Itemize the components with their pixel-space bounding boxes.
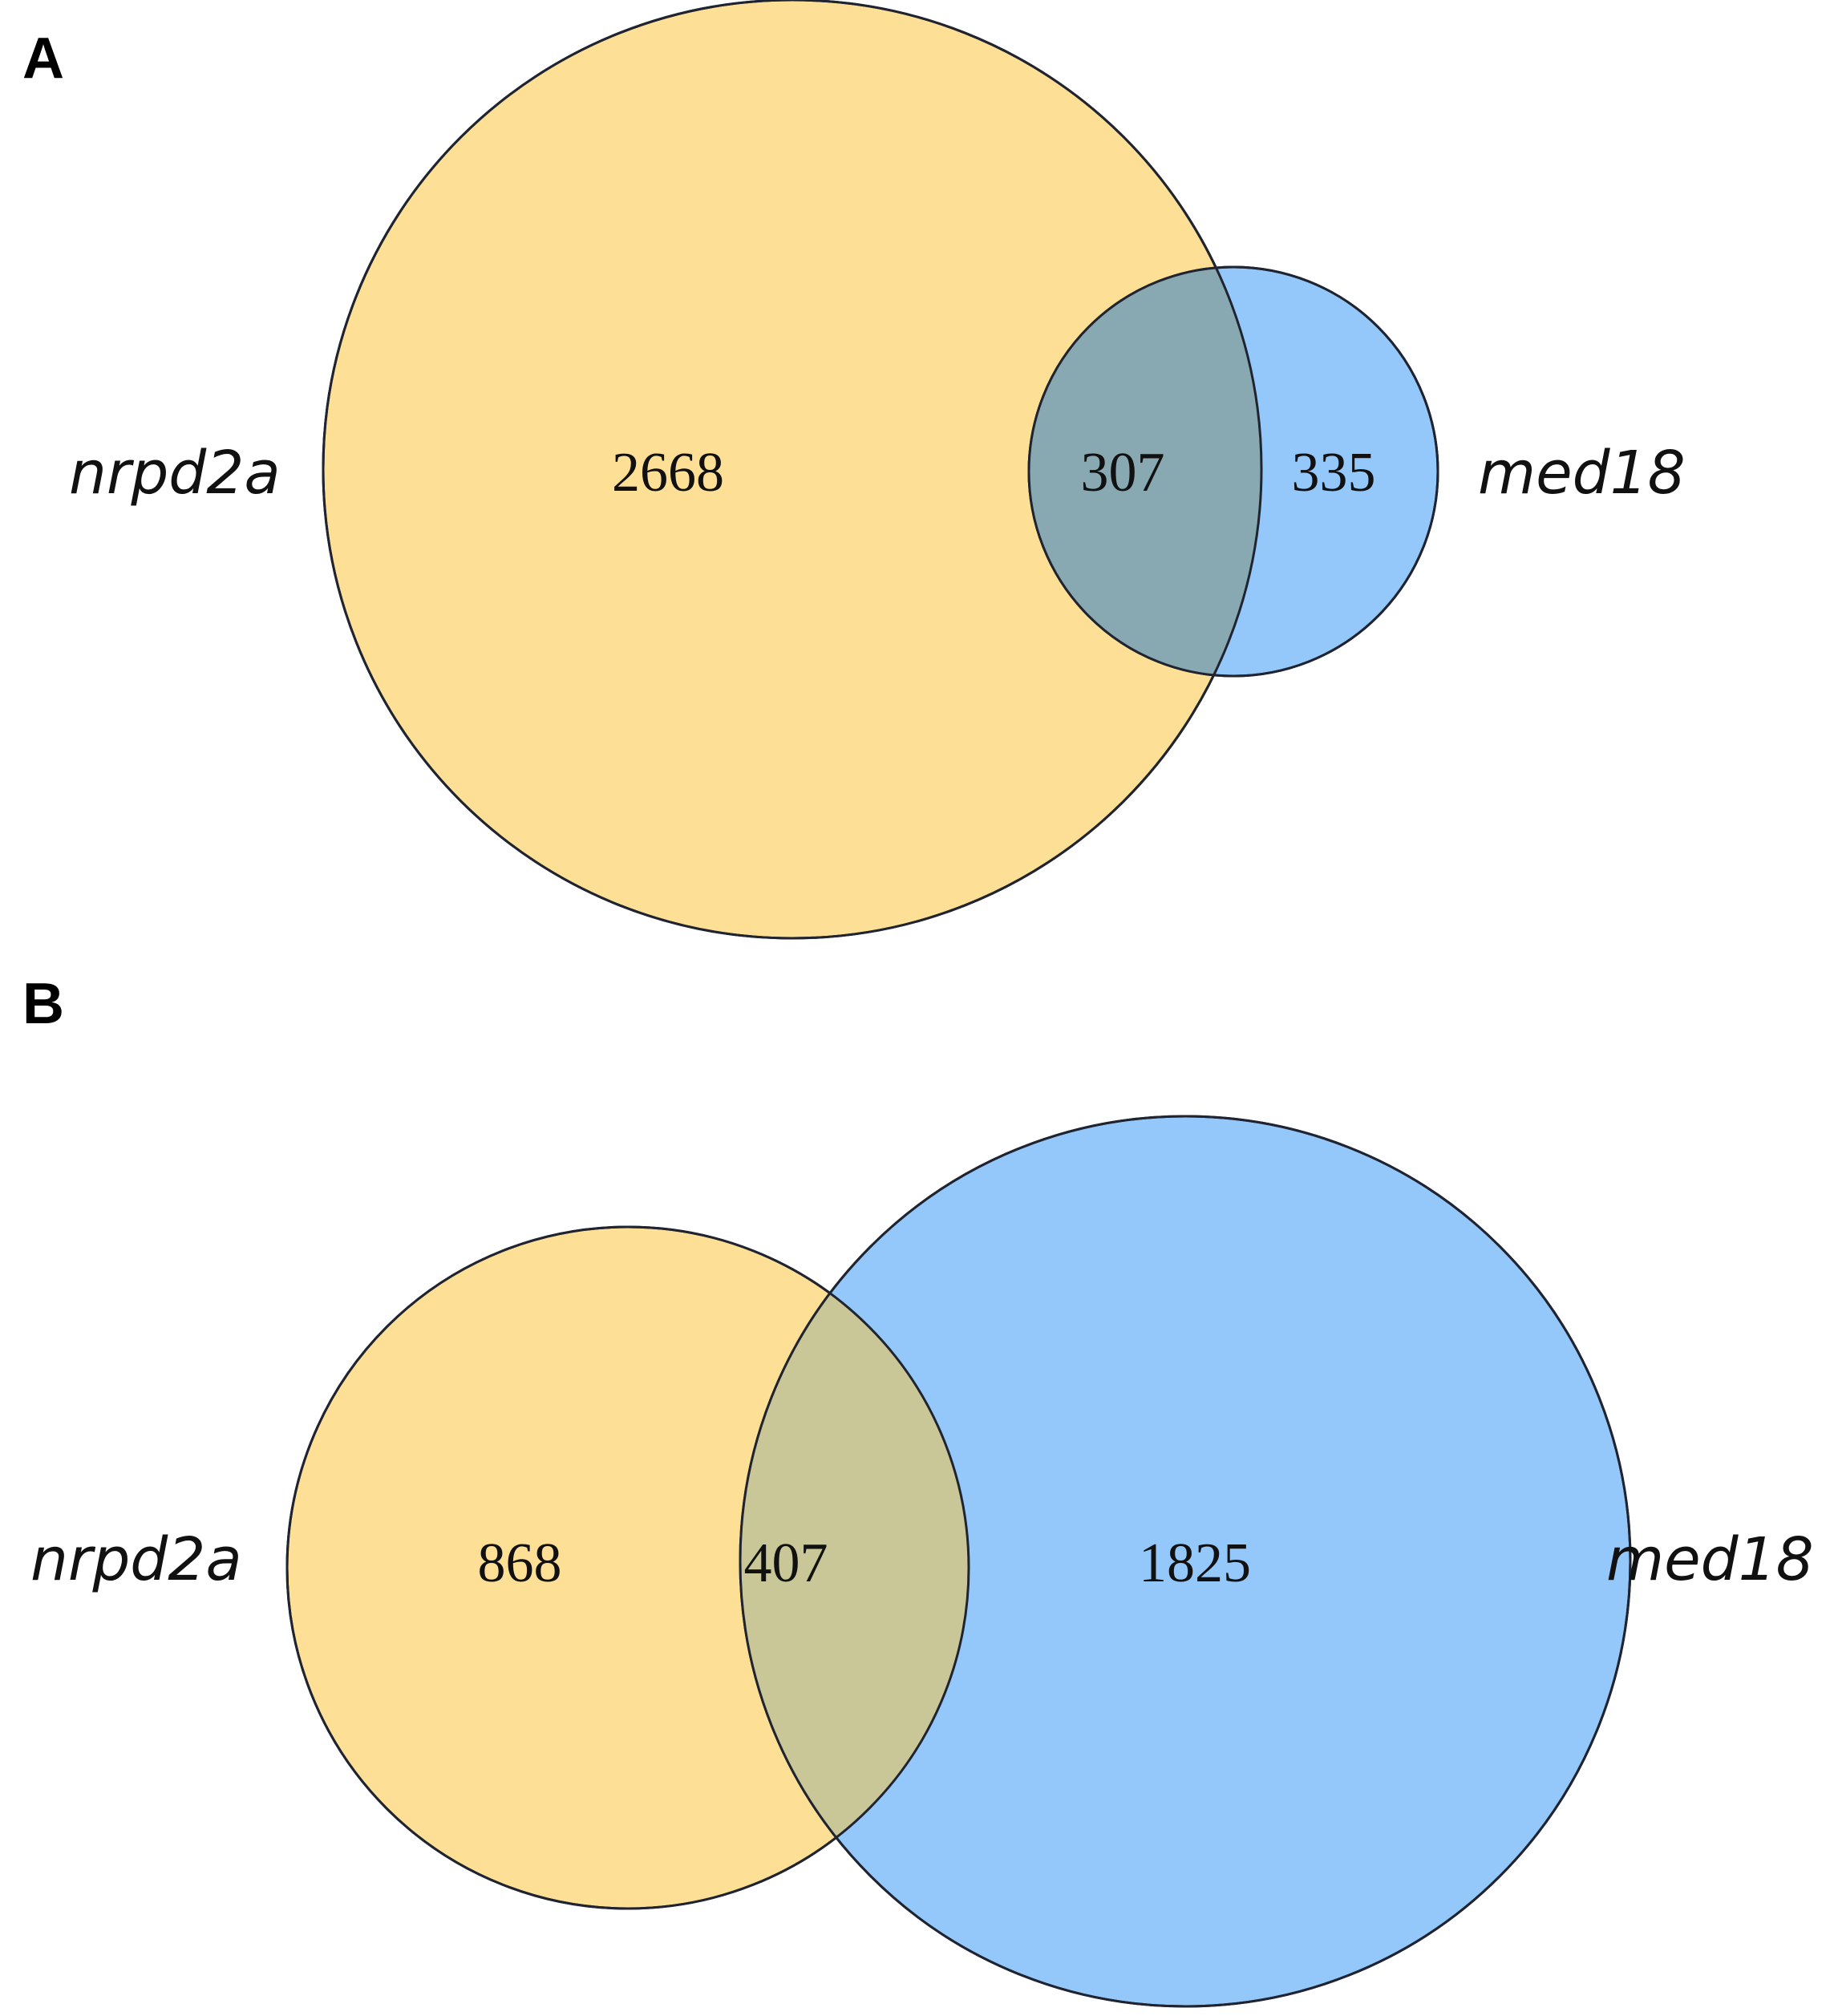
panel-a-overlap-count: 307 xyxy=(1081,442,1165,504)
panel-b-med18-outline xyxy=(739,1115,1632,2008)
panel-b: B nrpd2a med18 868 407 1825 xyxy=(22,972,1814,2008)
panel-a-nrpd2a-only-count: 2668 xyxy=(612,442,724,504)
panel-b-nrpd2a-label: nrpd2a xyxy=(30,1525,242,1594)
panel-b-med18-only-count: 1825 xyxy=(1139,1532,1251,1594)
panel-b-overlap-count: 407 xyxy=(744,1532,828,1594)
panel-a-med18-only-count: 335 xyxy=(1292,442,1376,504)
panel-a: A nrpd2a med18 2668 307 335 xyxy=(22,0,1686,940)
panel-b-letter: B xyxy=(22,972,64,1036)
panel-b-nrpd2a-only-count: 868 xyxy=(478,1532,562,1594)
panel-a-nrpd2a-label: nrpd2a xyxy=(69,439,281,508)
panel-a-med18-outline xyxy=(1027,265,1439,678)
panel-a-overlap-region xyxy=(1029,267,1261,676)
panel-b-med18-label: med18 xyxy=(1606,1525,1814,1594)
panel-a-med18-label: med18 xyxy=(1478,439,1686,508)
panel-b-nrpd2a-outline xyxy=(285,1225,970,1910)
panel-a-letter: A xyxy=(22,26,64,91)
panel-a-nrpd2a-outline xyxy=(322,0,1263,940)
